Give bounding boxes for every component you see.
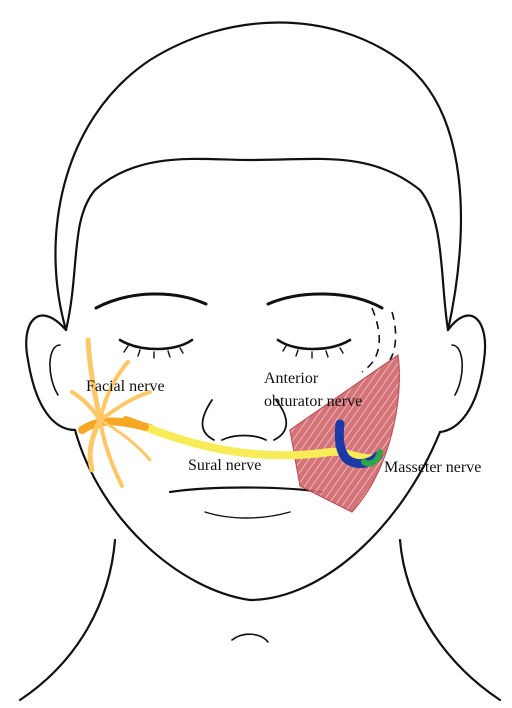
right-eyebrow	[268, 294, 382, 308]
neck-left	[20, 540, 115, 700]
mouth	[170, 488, 322, 519]
facial-nerve-label: Facial nerve	[86, 378, 165, 395]
sural-nerve-label: Sural nerve	[188, 457, 261, 474]
eyes	[120, 340, 350, 358]
anterior-obturator-nerve-label-line1: Anterior	[264, 370, 319, 387]
left-eyebrow	[96, 294, 206, 308]
eyebrows	[96, 294, 382, 308]
masseter-nerve-label: Masseter nerve	[384, 459, 481, 476]
hairline	[66, 159, 448, 330]
neck-right	[400, 540, 500, 700]
anterior-obturator-nerve-label-line2: obturator nerve	[264, 393, 362, 410]
right-eye	[278, 340, 350, 349]
facial-nerve	[72, 340, 150, 486]
left-eye	[120, 340, 192, 349]
